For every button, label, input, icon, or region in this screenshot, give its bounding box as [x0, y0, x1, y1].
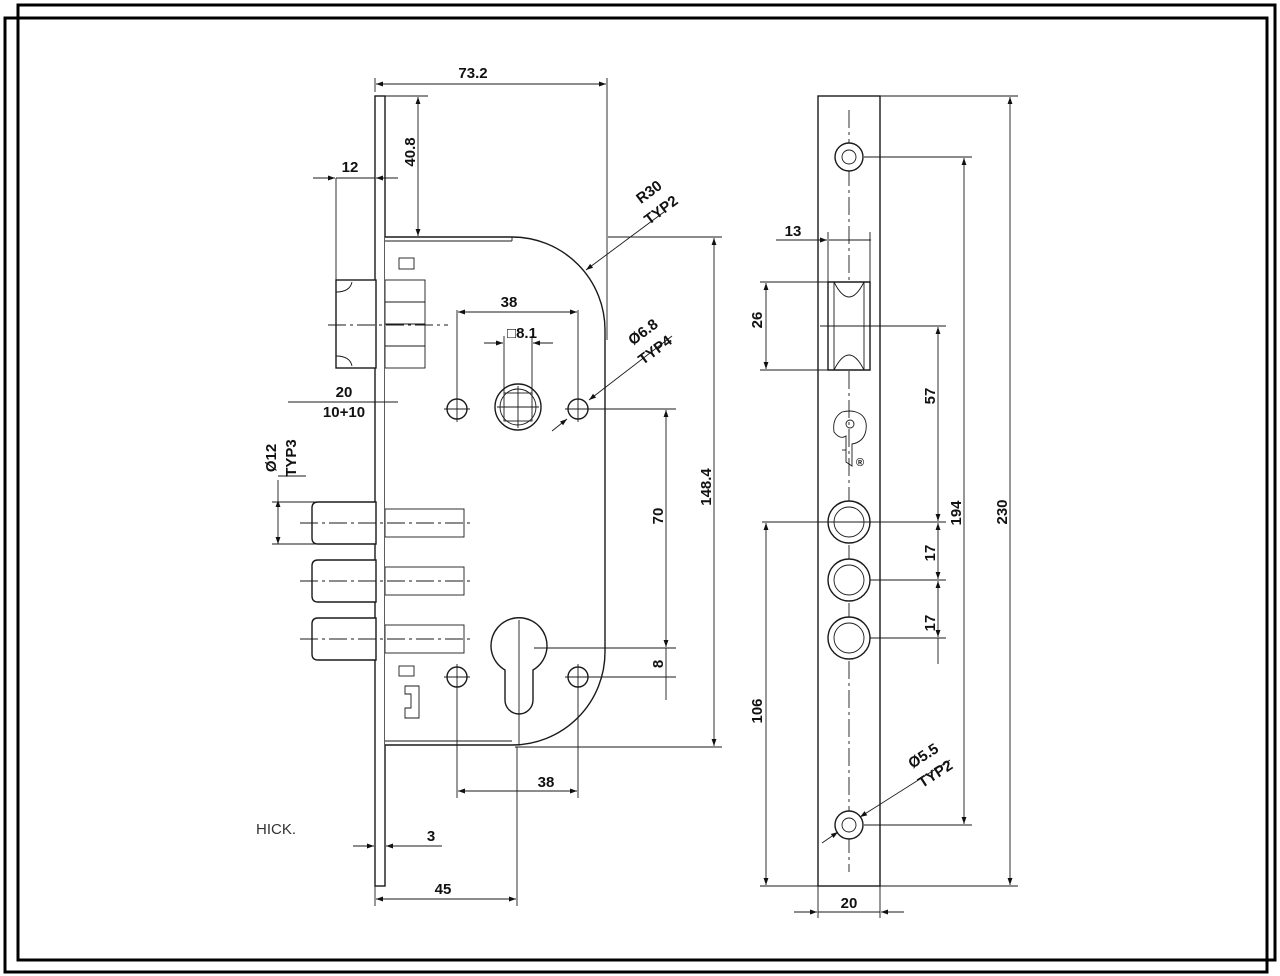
dim-backset-spacing: 70 — [650, 508, 667, 525]
dim-strike-latch-height: 26 — [749, 312, 766, 329]
dim-strike-latch-width: 13 — [785, 223, 802, 240]
dim-plate-thickness: 3 — [427, 828, 435, 845]
registered-mark: ® — [856, 457, 864, 469]
dim-spindle-spacing-bottom: 38 — [538, 774, 555, 791]
dim-spindle-spacing-top: 38 — [501, 294, 518, 311]
strike-bolt-holes — [827, 500, 871, 660]
note-thick-fragment: HICK. — [256, 821, 296, 838]
dim-latch-throw: 20 — [336, 384, 353, 401]
dim-strike-57: 57 — [922, 388, 939, 405]
screw-holes-lower — [444, 664, 591, 690]
dim-strike-width: 20 — [841, 895, 858, 912]
dim-bolt-diameter: Ø12 — [263, 444, 280, 472]
faceplate — [374, 95, 386, 887]
key-logo-icon: ® — [833, 410, 867, 469]
spindle-hub — [494, 383, 542, 431]
strike-screw-top — [834, 142, 864, 172]
dim-strike-17b: 17 — [922, 615, 939, 632]
cylinder-cutout — [490, 617, 548, 745]
dim-top-offset: 40.8 — [402, 137, 419, 166]
dim-strike-194: 194 — [948, 500, 965, 526]
dim-spindle-square: □8.1 — [507, 325, 537, 342]
dim-strike-17a: 17 — [922, 545, 939, 562]
dim-case-height: 148.4 — [698, 468, 715, 506]
lock-case — [385, 236, 606, 746]
dim-latch-plate: 12 — [342, 159, 359, 176]
strike-plate-view: ® — [817, 95, 881, 887]
dim-strike-230: 230 — [994, 499, 1011, 524]
dim-backset: 45 — [435, 881, 452, 898]
dim-front-width: 73.2 — [458, 65, 487, 82]
screw-holes-upper — [444, 396, 591, 422]
dim-cylinder-offset: 8 — [650, 660, 667, 668]
dim-latch-throw-split: 10+10 — [323, 404, 365, 421]
strike-screw-bottom — [834, 810, 864, 840]
drawing-frame — [3, 3, 1277, 974]
strike-dimensions: 13 26 57 17 17 194 230 106 — [749, 95, 1018, 918]
dim-strike-106: 106 — [749, 698, 766, 723]
dim-bolt-typ: TYP3 — [283, 439, 300, 477]
lock-front-view — [300, 95, 606, 887]
latch-bolt — [328, 279, 448, 369]
